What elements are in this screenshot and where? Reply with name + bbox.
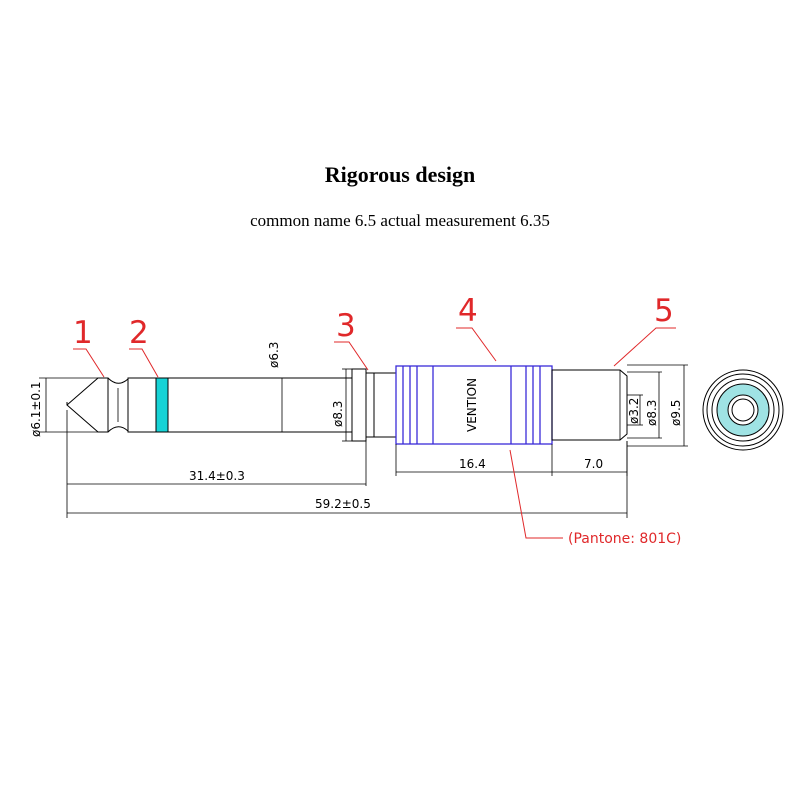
callout-2-leader — [129, 348, 159, 378]
brand-label: VENTION — [465, 378, 479, 432]
pantone-callout: (Pantone: 801C) — [509, 449, 681, 547]
callout-1: 1 — [73, 315, 93, 351]
pantone-note: (Pantone: 801C) — [568, 531, 681, 547]
svg-text:ø6.3: ø6.3 — [267, 342, 281, 368]
svg-text:7.0: 7.0 — [584, 457, 603, 471]
dim-tip-diameter: ø6.1±0.1 — [29, 377, 100, 437]
svg-text:16.4: 16.4 — [459, 457, 486, 471]
dim-body-length: 16.4 — [395, 444, 553, 476]
callout-3: 3 — [336, 308, 356, 344]
plug-body: VENTION — [395, 365, 553, 445]
callout-4: 4 — [458, 293, 478, 329]
dim-total-length: 59.2±0.5 — [67, 441, 628, 518]
svg-text:59.2±0.5: 59.2±0.5 — [315, 497, 371, 511]
svg-text:ø8.3: ø8.3 — [331, 401, 345, 427]
dim-length-to-collar: 31.4±0.3 — [66, 410, 367, 518]
callout-1-leader — [73, 348, 105, 378]
callout-5-leader — [613, 327, 676, 367]
insulator-ring — [155, 377, 169, 433]
svg-text:ø3.2: ø3.2 — [627, 398, 641, 424]
dim-rear-diameters: ø3.2 ø8.3 ø9.5 — [627, 364, 688, 447]
svg-text:ø6.1±0.1: ø6.1±0.1 — [29, 381, 43, 437]
dim-rear-length: 7.0 — [552, 441, 628, 476]
callout-4-leader — [456, 327, 497, 362]
plug-sleeve — [168, 377, 352, 433]
callout-group: 1 2 3 4 5 — [73, 293, 676, 378]
diagram-subtitle: common name 6.5 actual measurement 6.35 — [250, 211, 550, 230]
dim-collar-diameter: ø8.3 — [331, 368, 352, 442]
svg-text:31.4±0.3: 31.4±0.3 — [189, 469, 245, 483]
callout-5: 5 — [654, 293, 674, 329]
plug-collar — [351, 368, 397, 442]
dim-shaft-diameter: ø6.3 — [267, 342, 281, 368]
callout-3-leader — [334, 341, 369, 371]
plug-rear — [551, 369, 628, 441]
svg-text:ø9.5: ø9.5 — [669, 400, 683, 426]
plug-tip — [66, 377, 157, 433]
svg-text:ø8.3: ø8.3 — [645, 400, 659, 426]
callout-2: 2 — [129, 315, 149, 351]
end-view — [702, 369, 784, 451]
diagram-title: Rigorous design — [324, 162, 476, 187]
